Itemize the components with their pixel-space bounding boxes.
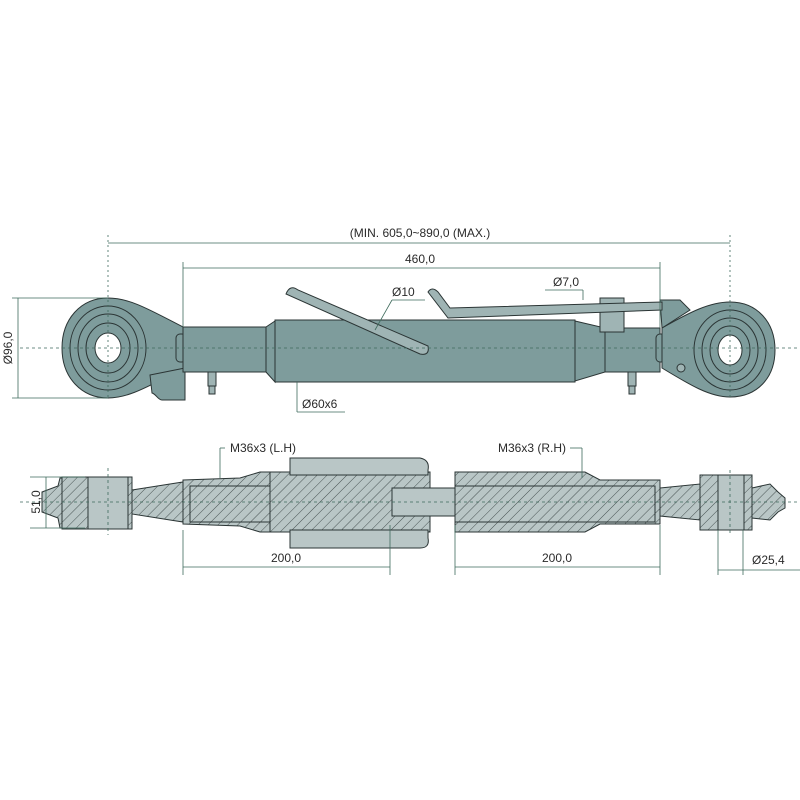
section-dimensions — [20, 447, 800, 575]
handle-diameter-label: Ø10 — [392, 285, 415, 299]
eye-diameter-label: Ø96,0 — [1, 331, 15, 364]
left-eye-lug — [149, 367, 186, 401]
grease-fitting-icon — [676, 363, 686, 373]
right-rod — [604, 327, 661, 373]
section-view — [41, 457, 786, 549]
right-threaded-rod — [454, 485, 656, 523]
thread-length-left-label: 200,0 — [271, 551, 301, 565]
thread-right-label: M36x3 (R.H) — [498, 441, 566, 455]
lever — [427, 288, 663, 319]
top-dimensions — [12, 235, 800, 413]
top-view — [61, 287, 776, 401]
thread-length-right-label: 200,0 — [542, 551, 572, 565]
thread-left-label: M36x3 (L.H) — [230, 441, 296, 455]
handle — [285, 287, 429, 355]
grease-nipple-right — [627, 371, 637, 387]
overall-length-label: (MIN. 605,0~890,0 (MAX.) — [350, 226, 490, 240]
tube-size-label: Ø60x6 — [302, 397, 338, 411]
tube-length-label: 460,0 — [405, 252, 435, 266]
grease-nipple-left — [207, 371, 217, 387]
lock-clip-top — [289, 457, 429, 476]
lock-clip-bottom — [289, 529, 429, 549]
eye-width-label: 51,0 — [29, 490, 43, 514]
lever-diameter-label: Ø7,0 — [553, 275, 579, 289]
left-rod — [182, 326, 267, 373]
bore-diameter-label: Ø25,4 — [752, 553, 785, 567]
